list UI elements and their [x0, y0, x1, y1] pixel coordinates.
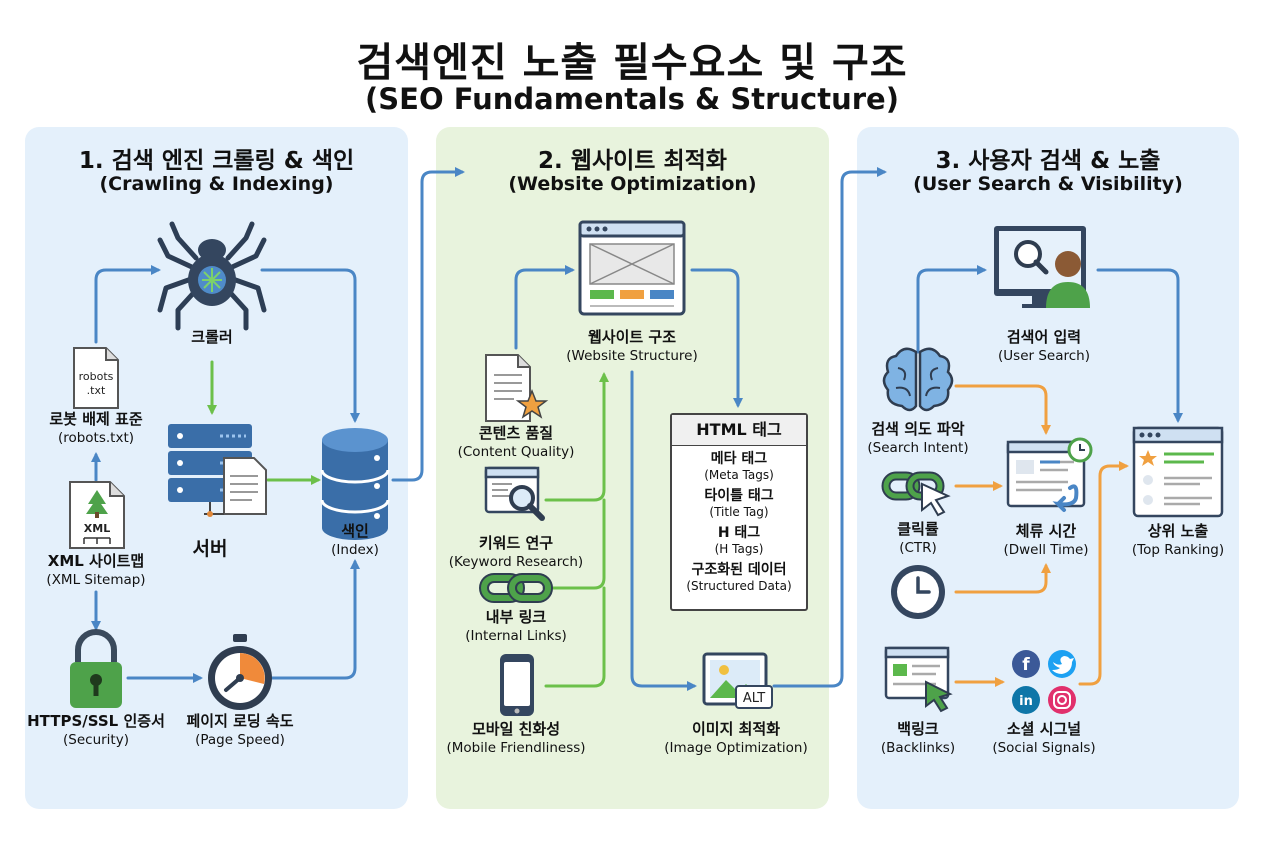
panel-subtitle: (Crawling & Indexing) — [99, 173, 334, 195]
ranking-list-icon — [1132, 426, 1224, 518]
arrow-robots-to-crawler — [94, 265, 161, 344]
server-label: 서버 — [192, 538, 228, 560]
user-search-label: 검색어 입력(User Search) — [998, 328, 1090, 364]
html-tag-row: H 태그(H Tags) — [714, 525, 764, 556]
social-signals-label: 소셜 시그널(Social Signals) — [992, 720, 1096, 756]
panel-subtitle: (User Search & Visibility) — [913, 173, 1183, 195]
mobile-phone-icon — [500, 654, 534, 716]
arrow-structure-to-image — [630, 370, 697, 691]
arrow-clock-to-dwell — [954, 563, 1051, 594]
index-label: 색인(Index) — [331, 522, 379, 558]
panel-subtitle: (Website Optimization) — [508, 173, 757, 195]
search-intent-label: 검색 의도 파악(Search Intent) — [867, 420, 969, 456]
instagram-icon — [1048, 686, 1076, 714]
crawler-label: 크롤러 — [191, 328, 233, 346]
structure-label: 웹사이트 구조(Website Structure) — [566, 328, 698, 364]
robots-file-icon: robots .txt — [73, 347, 119, 409]
spider-icon — [157, 221, 267, 331]
alt-tag-label: ALT — [743, 691, 765, 706]
top-ranking-label: 상위 노출(Top Ranking) — [1131, 522, 1225, 558]
facebook-icon: f — [1012, 650, 1040, 678]
https-label: HTTPS/SSL 인증서(Security) — [27, 712, 165, 748]
arrow-green-bus — [544, 372, 609, 502]
arrow-social-to-ranking — [1078, 461, 1129, 686]
html-tags-box: HTML 태그 메타 태그(Meta Tags) 타이틀 태그(Title Ta… — [670, 413, 808, 611]
arrow-image-to-section3 — [772, 167, 887, 688]
monitor-user-icon — [994, 226, 1090, 308]
ctr-link-cursor-icon — [881, 471, 951, 517]
brain-icon — [882, 347, 954, 412]
keyword-label: 키워드 연구(Keyword Research) — [448, 534, 584, 570]
internal-links-label: 내부 링크(Internal Links) — [465, 608, 567, 644]
content-label: 콘텐츠 품질(Content Quality) — [457, 424, 575, 460]
robots-file-ext: .txt — [87, 384, 106, 397]
arrow-intent-to-search — [916, 265, 987, 354]
arrow-content-to-structure — [514, 265, 575, 350]
xml-file-label: XML — [84, 522, 110, 535]
lock-icon — [70, 629, 122, 708]
arrow-crawler-to-index — [260, 268, 360, 423]
arrow-intent-to-dwell — [954, 384, 1051, 435]
arrow-speed-to-index — [270, 559, 360, 680]
twitter-icon — [1048, 650, 1076, 678]
page-subtitle: (SEO Fundamentals & Structure) — [365, 82, 899, 116]
arrow-search-to-ranking — [1096, 268, 1183, 423]
stopwatch-icon — [208, 634, 272, 710]
server-icon — [168, 424, 267, 517]
html-tags-header: HTML 태그 — [672, 415, 806, 446]
panel-title: 2. 웹사이트 최적화 — [538, 148, 727, 174]
arrow-index-to-section2 — [391, 167, 465, 482]
panel-title: 3. 사용자 검색 & 노출 — [935, 148, 1161, 174]
html-tag-row: 타이틀 태그(Title Tag) — [704, 488, 774, 519]
html-tag-row: 구조화된 데이터(Structured Data) — [686, 562, 792, 593]
dwell-time-icon — [1006, 437, 1093, 512]
ctr-label: 클릭률(CTR) — [897, 520, 939, 556]
arrow-structure-to-html — [690, 268, 743, 408]
svg-text:in: in — [1019, 694, 1033, 709]
browser-wireframe-icon — [578, 220, 686, 316]
social-icons: f in — [1012, 650, 1076, 714]
linkedin-icon: in — [1012, 686, 1040, 714]
robots-label: 로봇 배제 표준(robots.txt) — [49, 410, 143, 446]
backlink-browser-icon — [884, 646, 953, 713]
svg-text:f: f — [1022, 655, 1030, 675]
page-title: 검색엔진 노출 필수요소 및 구조 — [356, 40, 908, 86]
image-optimization-label: 이미지 최적화(Image Optimization) — [664, 720, 808, 756]
chain-link-icon — [479, 573, 553, 603]
backlinks-label: 백링크(Backlinks) — [880, 720, 956, 756]
image-icon: ALT — [702, 652, 773, 709]
html-tag-row: 메타 태그(Meta Tags) — [704, 451, 774, 482]
mobile-label: 모바일 친화성(Mobile Friendliness) — [446, 720, 586, 756]
database-icon — [320, 428, 390, 540]
sitemap-label: XML 사이트맵(XML Sitemap) — [46, 552, 146, 588]
keyword-search-icon — [484, 466, 545, 521]
xml-sitemap-icon: XML — [69, 481, 125, 549]
content-document-icon — [485, 354, 549, 422]
panel-title: 1. 검색 엔진 크롤링 & 색인 — [78, 148, 355, 174]
dwell-time-label: 체류 시간(Dwell Time) — [1003, 522, 1089, 558]
robots-file-label: robots — [79, 370, 114, 383]
speed-label: 페이지 로딩 속도(Page Speed) — [186, 712, 294, 748]
clock-icon — [891, 565, 945, 619]
